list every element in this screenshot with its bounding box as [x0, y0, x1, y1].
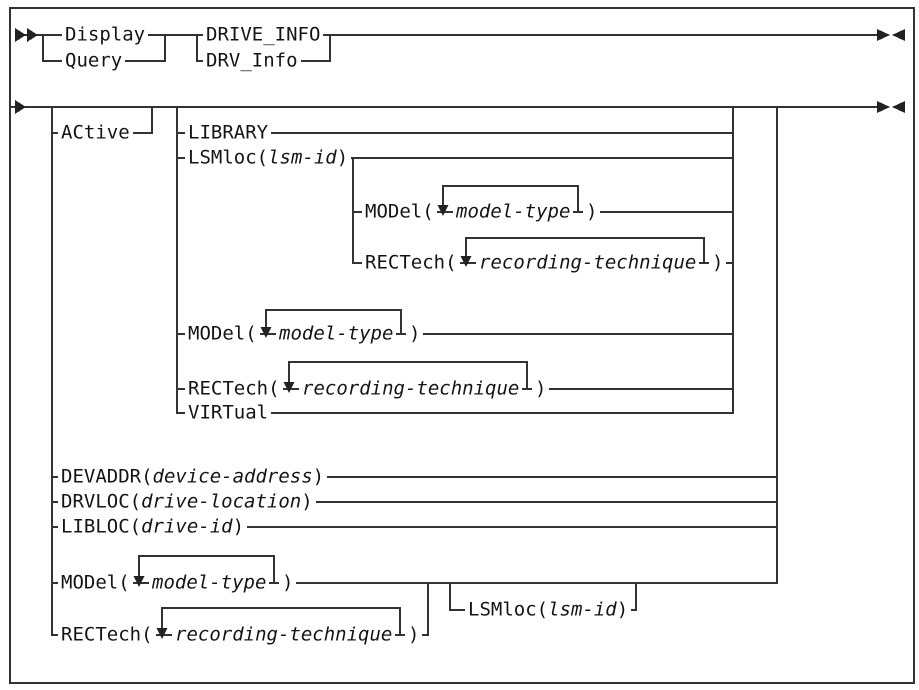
- variable-lsm-id: lsm-id: [268, 146, 337, 169]
- keyword-model: MODel(: [185, 323, 260, 345]
- keyword-rectech: RECTech(: [185, 378, 283, 400]
- repeat-down-arrow-icon: [437, 205, 449, 216]
- keyword-display: Display: [62, 24, 149, 46]
- keyword-active: ACtive: [58, 122, 133, 144]
- railroad-track-lines: [11, 34, 879, 636]
- continue-arrow-icon: [15, 100, 26, 114]
- row1-end-arrows-icon: [877, 29, 905, 41]
- close-paren: ): [709, 252, 727, 274]
- keyword-query: Query: [62, 50, 126, 72]
- close-paren: ): [232, 515, 245, 538]
- close-paren: ): [405, 624, 423, 646]
- variable-lsm-id: lsm-id: [548, 598, 617, 621]
- keyword-lsmloc-2: LSMloc(lsm-id): [465, 598, 632, 621]
- variable-model-type: model-type: [453, 201, 574, 223]
- variable-recording-technique: recording-technique: [299, 378, 523, 400]
- keyword-drive-info: DRIVE_INFO: [203, 24, 324, 46]
- keyword-rectech-2: RECTech(: [58, 624, 156, 646]
- keyword-lsmloc: LSMloc(lsm-id): [185, 146, 352, 169]
- repeat-down-arrow-icon: [133, 576, 145, 587]
- variable-drive-id: drive-id: [141, 515, 233, 538]
- diagram-frame-border: [9, 7, 915, 684]
- close-paren: ): [532, 378, 550, 400]
- repeat-down-arrow-icon: [156, 628, 168, 639]
- keyword-drv-info: DRV_Info: [203, 50, 301, 72]
- keyword-libloc: LIBLOC(drive-id): [58, 515, 248, 538]
- close-paren: ): [583, 201, 601, 223]
- keyword: LSMloc(: [468, 598, 549, 621]
- variable-model-type: model-type: [276, 323, 397, 345]
- variable-drive-location: drive-location: [141, 490, 302, 513]
- variable-recording-technique: recording-technique: [172, 624, 396, 646]
- close-paren: ): [336, 146, 349, 169]
- close-paren: ): [312, 465, 325, 488]
- keyword: DEVADDR(: [61, 465, 153, 488]
- keyword-drvloc: DRVLOC(drive-location): [58, 490, 316, 513]
- repeat-down-arrow-icon: [260, 327, 272, 338]
- repeat-down-arrow-icon: [460, 256, 472, 267]
- keyword: DRVLOC(: [61, 490, 142, 513]
- keyword-library: LIBRARY: [185, 122, 272, 144]
- variable-model-type: model-type: [149, 572, 270, 594]
- repeat-down-arrow-icon: [283, 382, 295, 393]
- keyword-lsm-rectech: RECTech(: [362, 252, 460, 274]
- keyword-virtual: VIRTual: [185, 402, 272, 424]
- close-paren: ): [616, 598, 629, 621]
- keyword: LSMloc(: [188, 146, 269, 169]
- keyword-model-2: MODel(: [58, 572, 133, 594]
- keyword: LIBLOC(: [61, 515, 142, 538]
- close-paren: ): [406, 323, 424, 345]
- keyword-lsm-model: MODel(: [362, 201, 437, 223]
- close-paren: ): [279, 572, 297, 594]
- start-double-arrow-icon: [15, 28, 38, 42]
- close-paren: ): [301, 490, 313, 513]
- row2-end-arrows-icon: [877, 101, 905, 113]
- variable-device-address: device-address: [152, 465, 313, 488]
- keyword-devaddr: DEVADDR(device-address): [58, 465, 328, 488]
- variable-recording-technique: recording-technique: [476, 252, 700, 274]
